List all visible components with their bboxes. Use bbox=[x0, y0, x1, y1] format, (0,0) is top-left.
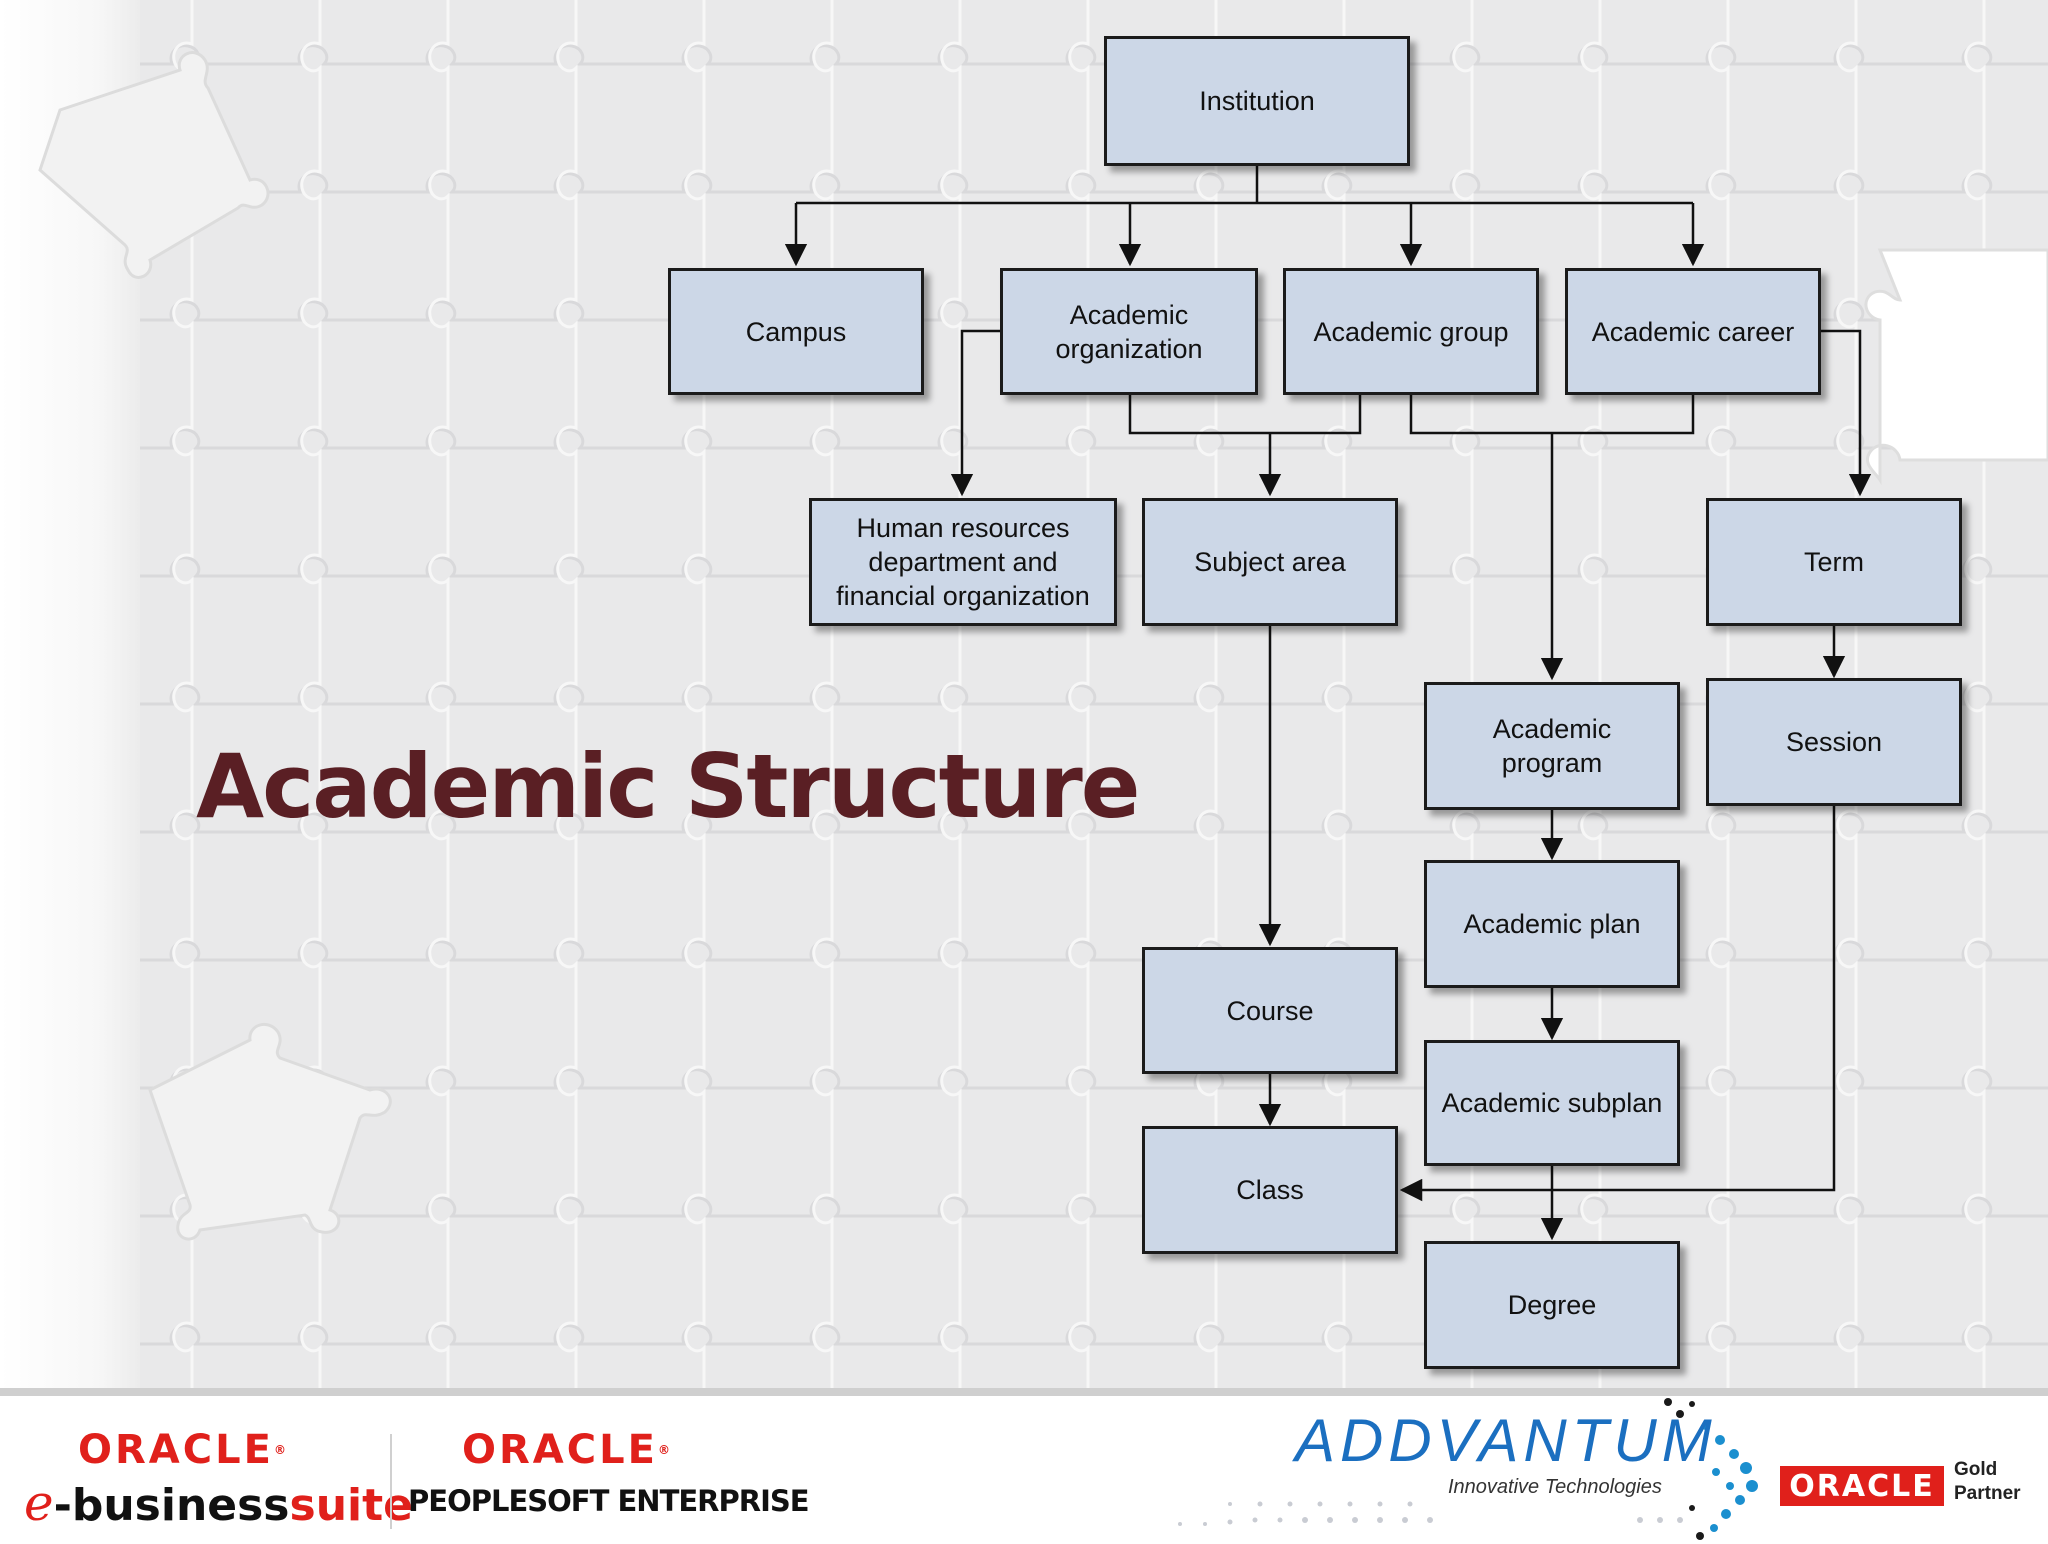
node-academic-group: Academic group bbox=[1283, 268, 1539, 395]
addvantum-dot-trail bbox=[1178, 1398, 1758, 1540]
connector-lines bbox=[784, 166, 1872, 1241]
gold-label: Gold bbox=[1954, 1459, 1998, 1480]
slide-canvas: Academic Structure bbox=[0, 0, 2048, 1388]
node-class: Class bbox=[1142, 1126, 1398, 1254]
oracle-logo-ebs-text: ORACLE bbox=[78, 1427, 274, 1473]
footer-divider bbox=[390, 1434, 392, 1529]
edge-session-class bbox=[1399, 806, 1836, 1202]
footer-logo-bar: ORACLE® e-businesssuite ORACLE® PEOPLESO… bbox=[0, 1388, 2048, 1540]
node-academic-program: Academic program bbox=[1424, 682, 1680, 810]
edge-org-group-subject-area bbox=[1128, 394, 1362, 494]
node-academic-career: Academic career bbox=[1565, 268, 1821, 395]
node-academic-subplan: Academic subplan bbox=[1424, 1040, 1680, 1166]
addvantum-logo: ADDVANTUM bbox=[1295, 1407, 1717, 1474]
oracle-gold-partner-badge: ORACLE bbox=[1780, 1466, 1944, 1506]
edge-academic-organization-hr bbox=[950, 329, 1000, 497]
puzzle-piece-right bbox=[1864, 248, 2048, 486]
edge-institution-bus bbox=[796, 166, 1693, 205]
ebusiness-suite-logo: e-businesssuite bbox=[24, 1474, 413, 1532]
ebs-suite-text: suite bbox=[289, 1480, 413, 1531]
edge-group-career-program bbox=[1409, 394, 1695, 678]
peoplesoft-enterprise-text: PEOPLESOFT ENTERPRISE bbox=[408, 1484, 810, 1518]
node-degree: Degree bbox=[1424, 1241, 1680, 1369]
node-term: Term bbox=[1706, 498, 1962, 626]
node-hr-department: Human resources department and financial… bbox=[809, 498, 1117, 626]
gold-partner-text: Gold Partner bbox=[1954, 1458, 2034, 1506]
addvantum-tagline: Innovative Technologies bbox=[1448, 1476, 1662, 1498]
node-session: Session bbox=[1706, 678, 1962, 806]
node-subject-area: Subject area bbox=[1142, 498, 1398, 626]
oracle-logo-peoplesoft-text: ORACLE bbox=[462, 1427, 658, 1473]
puzzle-piece-top-left bbox=[38, 51, 270, 279]
partner-label: Partner bbox=[1954, 1483, 2021, 1504]
slide-title: Academic Structure bbox=[196, 735, 1140, 838]
node-course: Course bbox=[1142, 947, 1398, 1074]
puzzle-piece-bottom-left bbox=[148, 1022, 392, 1241]
node-academic-organization: Academic organization bbox=[1000, 268, 1258, 395]
oracle-logo-peoplesoft: ORACLE® bbox=[462, 1427, 670, 1473]
node-institution: Institution bbox=[1104, 36, 1410, 166]
ebs-e-letter: e bbox=[24, 1474, 54, 1532]
oracle-logo-ebs: ORACLE® bbox=[78, 1427, 286, 1473]
node-campus: Campus bbox=[668, 268, 924, 395]
node-academic-plan: Academic plan bbox=[1424, 860, 1680, 988]
edge-career-term bbox=[1820, 329, 1872, 497]
ebs-business-text: -business bbox=[53, 1480, 290, 1531]
